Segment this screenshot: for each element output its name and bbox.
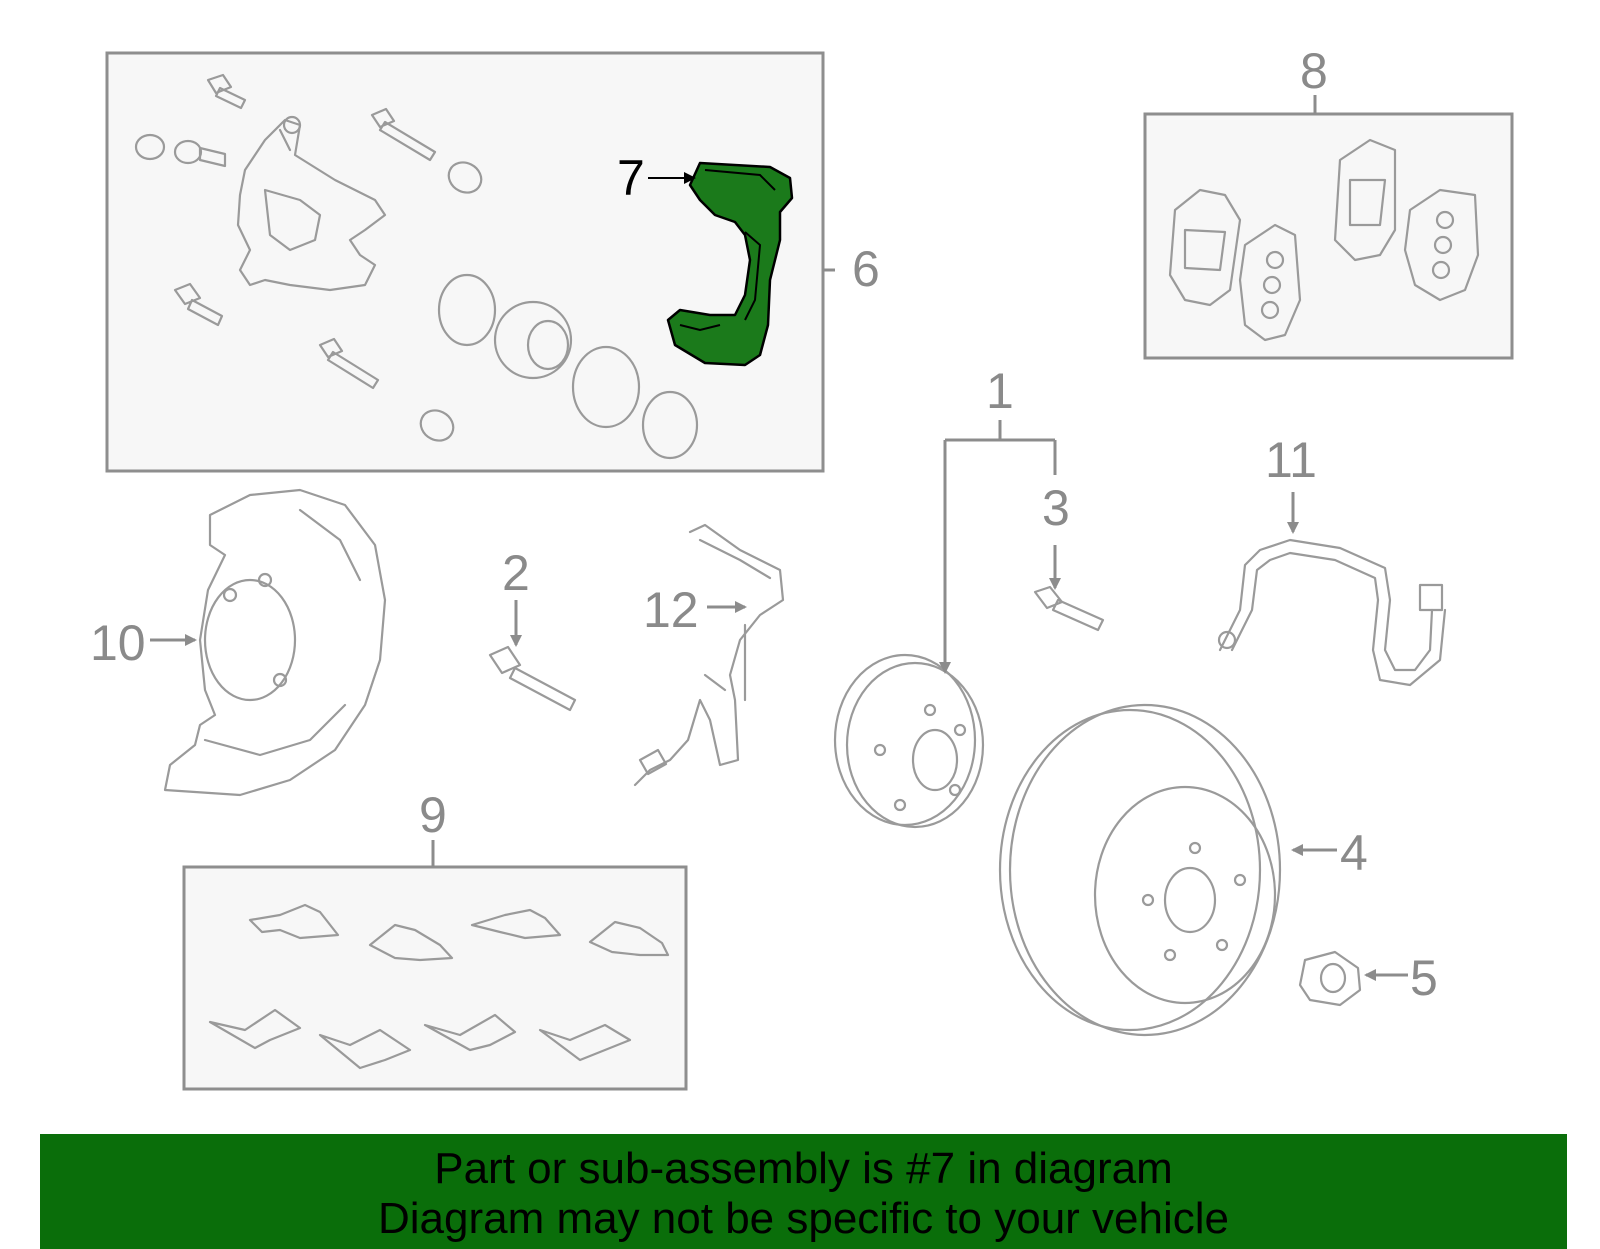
info-banner: Part or sub-assembly is #7 in diagram Di…: [40, 1134, 1567, 1249]
part-2-bolt: [488, 645, 577, 712]
callout-3[interactable]: 3: [1042, 480, 1070, 536]
callout-9[interactable]: 9: [419, 787, 447, 843]
brake-pads-box: [1143, 112, 1514, 360]
caliper-assembly-box: [105, 51, 825, 473]
callout-2[interactable]: 2: [502, 545, 530, 601]
part-12-abs-sensor: [633, 523, 785, 787]
callout-7[interactable]: 7: [617, 150, 645, 206]
banner-line-1: Part or sub-assembly is #7 in diagram: [434, 1144, 1173, 1193]
hardware-kit-parts: [208, 903, 670, 1070]
part-3-hub-bolt: [1033, 585, 1105, 632]
callout-4[interactable]: 4: [1340, 825, 1368, 881]
part-11-brake-hose: [1217, 538, 1447, 687]
part-4-brake-rotor: [998, 703, 1282, 1037]
callout-1[interactable]: 1: [986, 363, 1014, 419]
banner-line-2: Diagram may not be specific to your vehi…: [377, 1194, 1230, 1243]
part-7-caliper-bracket[interactable]: [666, 161, 794, 367]
callout-6[interactable]: 6: [852, 241, 880, 297]
brake-pads-parts: [1168, 138, 1480, 342]
callout-11[interactable]: 11: [1265, 432, 1317, 488]
caliper-assembly-parts: [134, 73, 699, 460]
callout-8[interactable]: 8: [1300, 43, 1328, 99]
callout-12[interactable]: 12: [643, 582, 699, 638]
part-5-nut: [1298, 950, 1362, 1007]
callout-5[interactable]: 5: [1410, 950, 1438, 1006]
leader-lines: [150, 95, 1408, 981]
part-10-dust-shield: [163, 488, 387, 797]
part-1-hub-bearing: [833, 653, 985, 829]
hardware-kit-box: [182, 865, 688, 1091]
callout-10[interactable]: 10: [90, 615, 146, 671]
